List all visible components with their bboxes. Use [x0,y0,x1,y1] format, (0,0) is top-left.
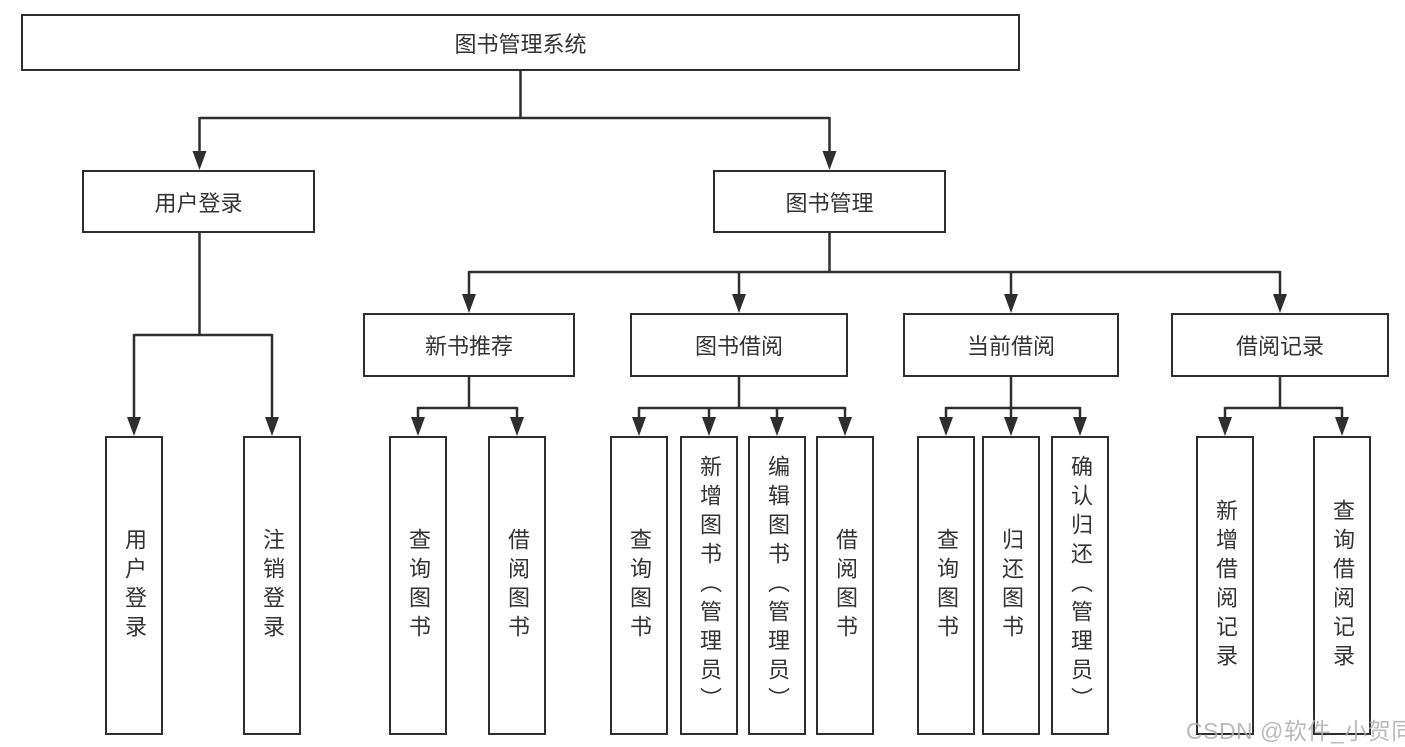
node-borrow-records: 借阅记录 [1171,313,1389,377]
node-root: 图书管理系统 [21,14,1020,71]
leaf-recommend-borrow-books: 借阅图书 [488,436,546,735]
node-new-book-recommend: 新书推荐 [363,313,575,377]
node-book-management: 图书管理 [713,170,946,233]
leaf-recommend-query-books: 查询图书 [389,436,447,735]
leaf-borrow-edit-books-admin: 编辑图书（管理员） [748,436,806,735]
leaf-current-return-books: 归还图书 [982,436,1040,735]
leaf-borrow-query-books: 查询图书 [610,436,668,735]
leaf-records-query-record: 查询借阅记录 [1313,436,1371,735]
leaf-logout: 注销登录 [243,436,301,735]
node-current-borrow: 当前借阅 [903,313,1119,377]
leaf-user-login: 用户登录 [105,436,163,735]
leaf-current-confirm-return-admin: 确认归还（管理员） [1051,436,1109,735]
leaf-borrow-add-books-admin: 新增图书（管理员） [680,436,738,735]
leaf-borrow-borrow-books: 借阅图书 [816,436,874,735]
leaf-records-add-record: 新增借阅记录 [1196,436,1254,735]
watermark: CSDN @软件_小贺同学 [1186,718,1405,744]
node-user-login: 用户登录 [82,170,315,233]
node-book-borrow: 图书借阅 [630,313,848,377]
leaf-current-query-books: 查询图书 [917,436,975,735]
